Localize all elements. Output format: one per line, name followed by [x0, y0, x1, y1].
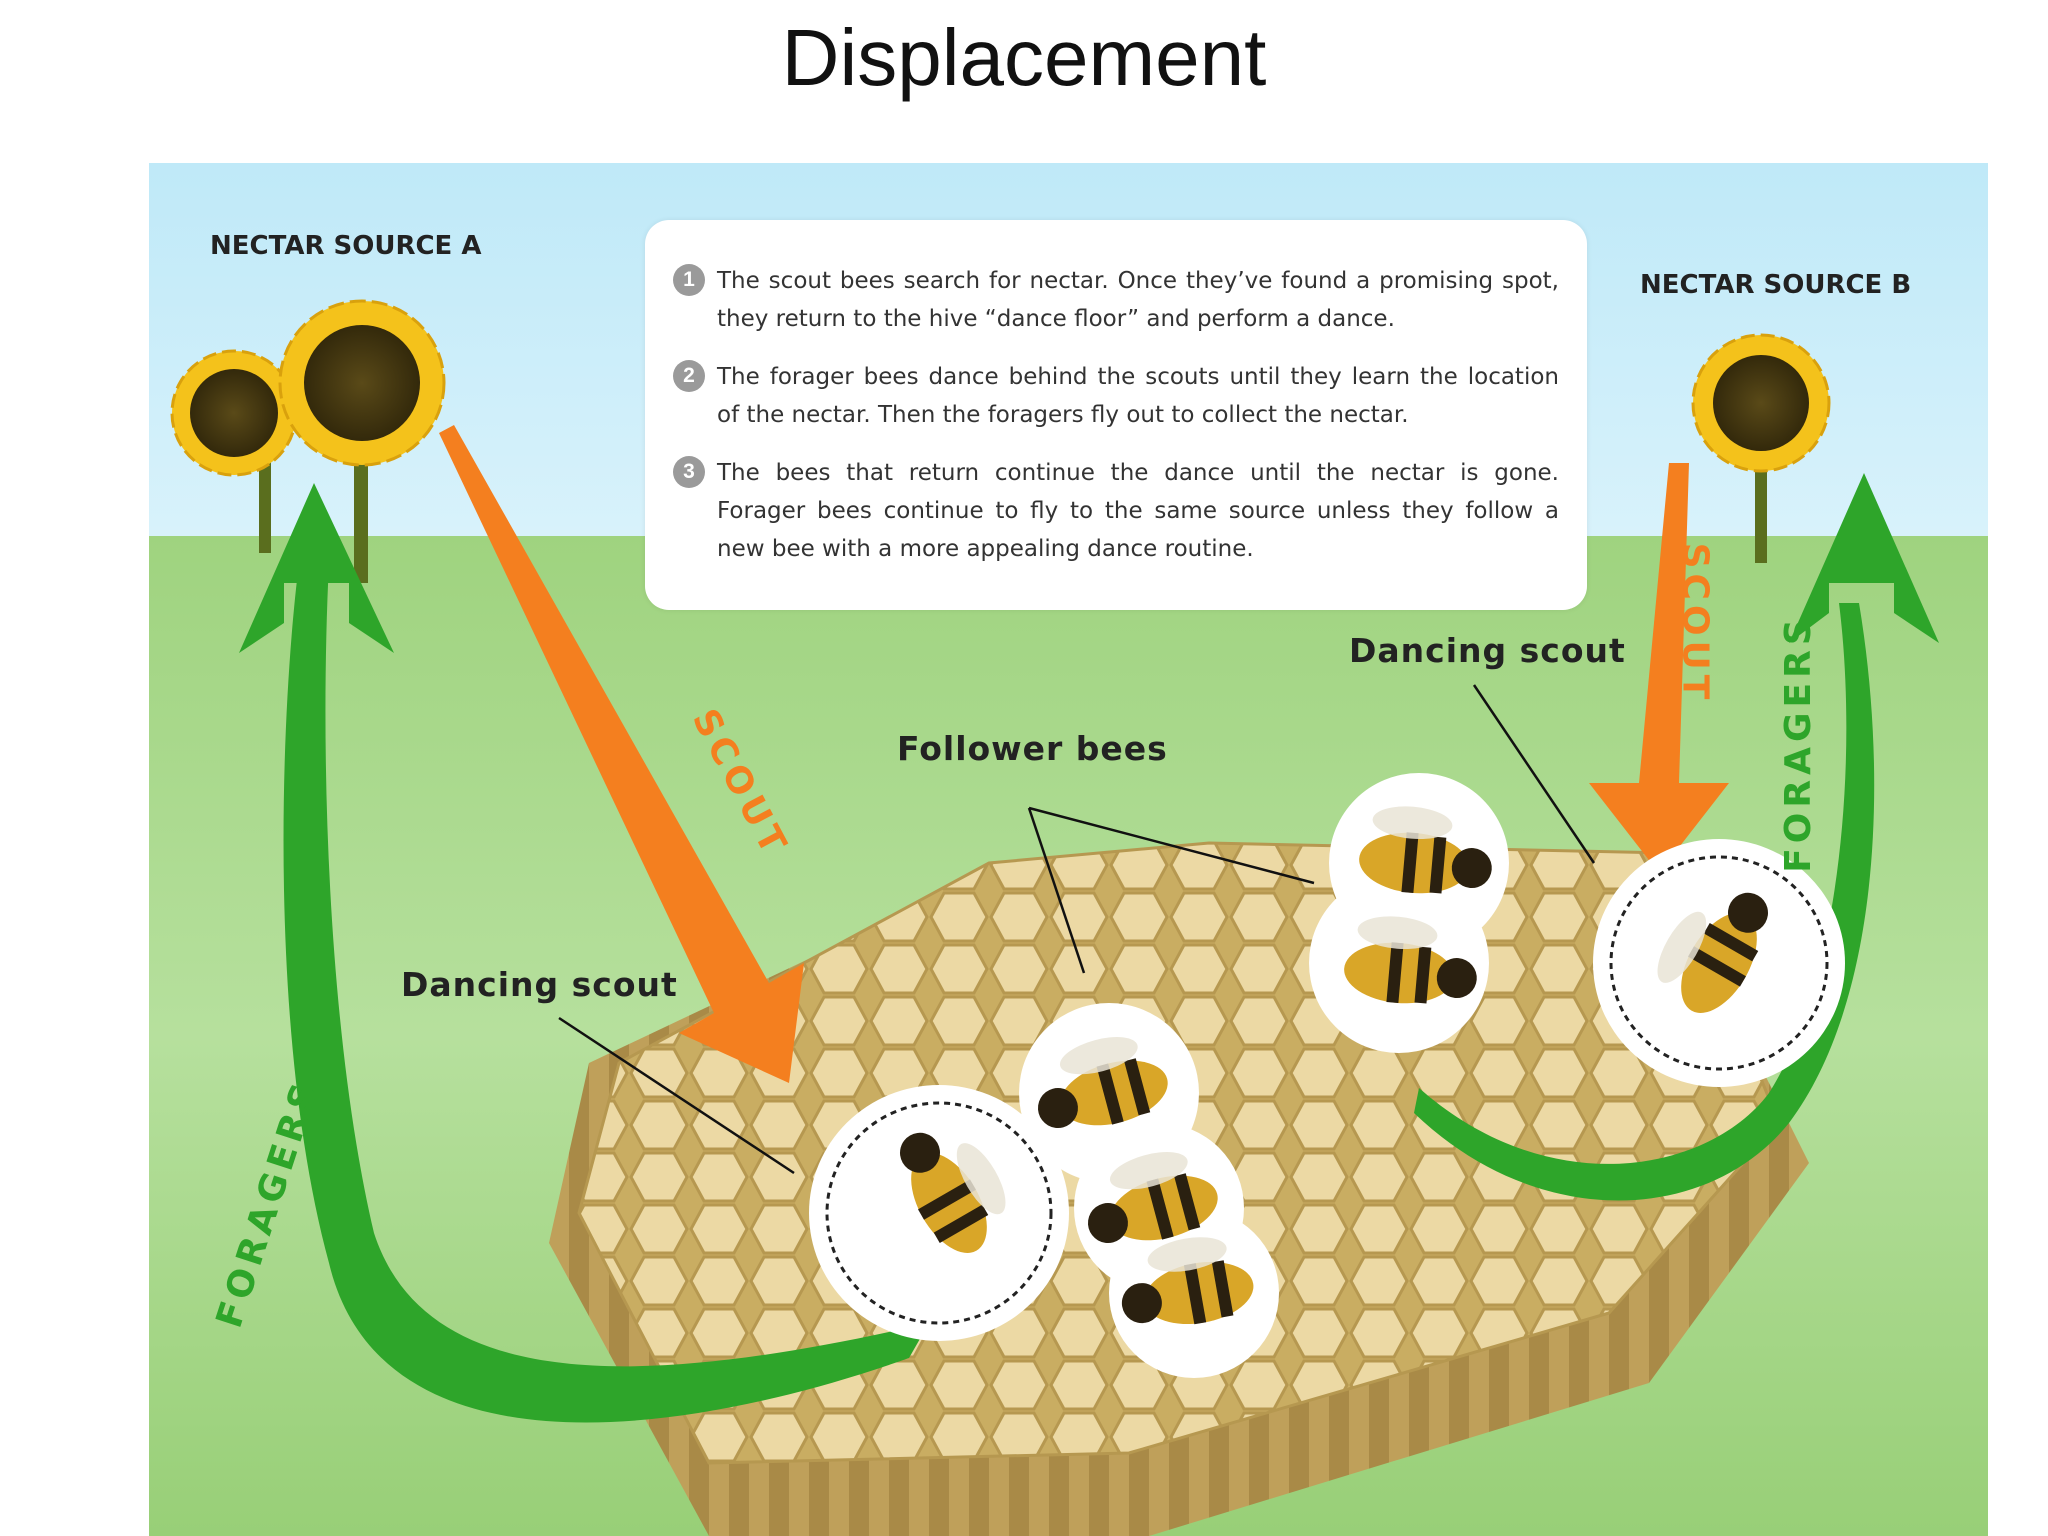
follower-bees-label: Follower bees	[897, 729, 1168, 768]
foragers-arrow-label-right: FORAGERS	[1777, 614, 1819, 873]
nectar-source-a-label: NECTAR SOURCE A	[210, 231, 482, 261]
step-number-badge: 2	[673, 360, 705, 392]
step-item-3: 3 The bees that return continue the danc…	[673, 454, 1559, 568]
step-number-badge: 1	[673, 264, 705, 296]
foragers-arrow-right	[1414, 473, 1939, 1201]
step-text: The forager bees dance behind the scouts…	[717, 364, 1559, 428]
sunflower-a-icon	[170, 299, 446, 583]
foragers-arrow-left	[239, 483, 929, 1423]
scout-arrow-right	[1589, 463, 1729, 873]
bee-dance-diagram: 1 The scout bees search for nectar. Once…	[149, 163, 1988, 1536]
bee-icons	[900, 806, 1768, 1325]
nectar-source-b-label: NECTAR SOURCE B	[1640, 270, 1912, 300]
dancing-scout-label-left: Dancing scout	[401, 965, 678, 1004]
follower-bee-circles	[1019, 773, 1509, 1378]
step-number-badge: 3	[673, 456, 705, 488]
step-text: The bees that return continue the dance …	[717, 460, 1559, 562]
page-title: Displacement	[781, 13, 1267, 102]
diagram-illustration	[149, 163, 1988, 1536]
step-item-1: 1 The scout bees search for nectar. Once…	[673, 262, 1559, 338]
scout-arrow-label-right: SCOUT	[1674, 542, 1716, 705]
steps-info-box: 1 The scout bees search for nectar. Once…	[645, 220, 1587, 610]
step-text: The scout bees search for nectar. Once t…	[717, 268, 1559, 332]
callout-lines	[558, 684, 1596, 1175]
dancing-scout-label-right: Dancing scout	[1349, 631, 1626, 670]
step-item-2: 2 The forager bees dance behind the scou…	[673, 358, 1559, 434]
scout-arrow-left	[439, 425, 804, 1083]
sunflower-b-icon	[1691, 333, 1831, 563]
